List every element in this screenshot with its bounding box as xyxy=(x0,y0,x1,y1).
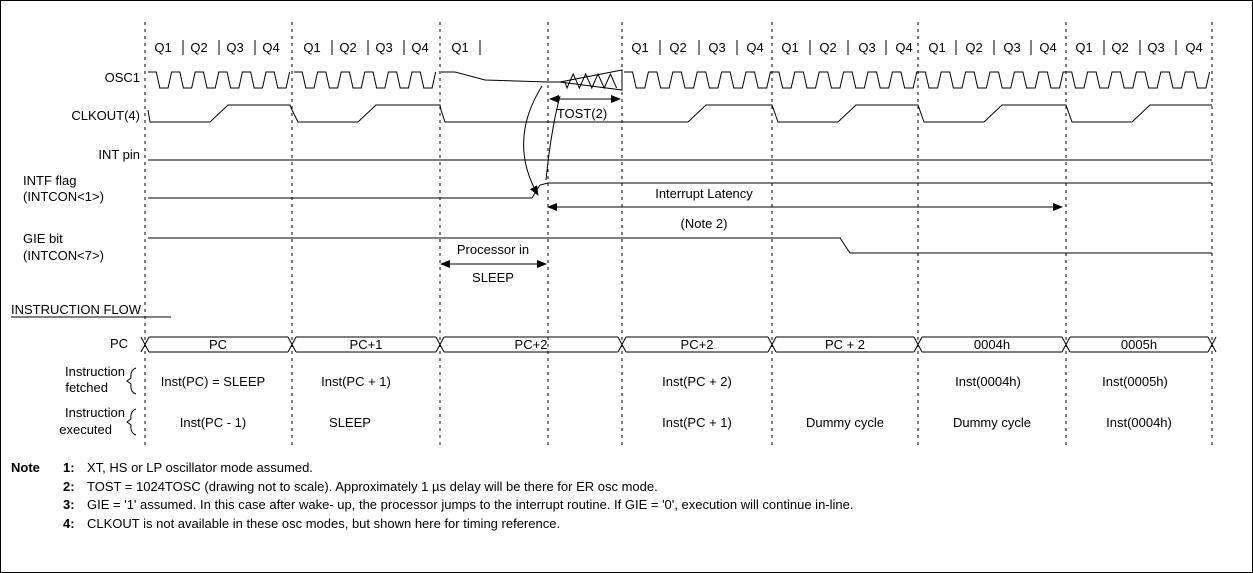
intf-flag-register-label: (INTCON<1>) xyxy=(23,189,104,204)
wake-up-curve-arrow xyxy=(523,85,543,196)
pc-value: PC xyxy=(209,337,227,352)
clkout-waveform xyxy=(147,104,1212,123)
osc1-waveform-cycle1 xyxy=(148,71,291,89)
gie-bit-waveform xyxy=(148,237,1212,254)
clkout-label: CLKOUT(4) xyxy=(71,108,140,123)
quarter-label: Q1 xyxy=(154,40,171,55)
pc-bus-transition xyxy=(287,336,297,353)
fetched-instruction: Inst(PC + 1) xyxy=(321,374,391,389)
pc-value: 0004h xyxy=(974,337,1010,352)
instruction-fetched-label: Instruction xyxy=(65,364,125,379)
note2-label: (Note 2) xyxy=(681,216,728,231)
pc-label: PC xyxy=(110,336,128,351)
pc-bus-transition xyxy=(1061,336,1071,353)
gie-bit-label: GIE bit xyxy=(23,231,63,246)
quarter-label: Q1 xyxy=(928,40,945,55)
sleep-label: SLEEP xyxy=(472,270,514,285)
osc1-waveform-cycle2 xyxy=(294,71,437,89)
quarter-label: Q1 xyxy=(303,40,320,55)
fetched-instruction: Inst(0005h) xyxy=(1102,374,1168,389)
interrupt-latency-label: Interrupt Latency xyxy=(655,186,753,201)
fetched-instruction: Inst(PC) = SLEEP xyxy=(161,374,265,389)
quarter-label: Q3 xyxy=(708,40,725,55)
quarter-label: Q3 xyxy=(226,40,243,55)
executed-instruction: Inst(PC - 1) xyxy=(180,415,246,430)
osc1-label: OSC1 xyxy=(105,70,140,85)
quarter-label: Q1 xyxy=(451,40,468,55)
instruction-executed-label: Instruction xyxy=(65,405,125,420)
int-pin-label: INT pin xyxy=(98,147,140,162)
pc-bus-transition xyxy=(913,336,923,353)
quarter-label: Q4 xyxy=(1185,40,1202,55)
quarter-label: Q3 xyxy=(1147,40,1164,55)
quarter-label: Q4 xyxy=(262,40,279,55)
quarter-label: Q4 xyxy=(895,40,912,55)
pc-bus-transition xyxy=(617,336,627,353)
pc-value: PC+2 xyxy=(515,337,548,352)
executed-instruction: Inst(PC + 1) xyxy=(662,415,732,430)
osc1-waveform-running xyxy=(624,71,1211,89)
executed-instruction: SLEEP xyxy=(329,415,371,430)
quarter-label: Q2 xyxy=(819,40,836,55)
quarter-label: Q1 xyxy=(631,40,648,55)
instruction-flow-title: INSTRUCTION FLOW xyxy=(11,302,142,317)
tost-label: TOST(2) xyxy=(557,106,607,121)
osc-start-curve-arrow xyxy=(545,95,561,181)
instruction-executed-label-2: executed xyxy=(59,422,112,437)
quarter-label: Q3 xyxy=(375,40,392,55)
quarter-label: Q2 xyxy=(669,40,686,55)
pc-bus-transition xyxy=(140,336,150,353)
fetched-instruction: Inst(0004h) xyxy=(955,374,1021,389)
pc-value: PC+2 xyxy=(681,337,714,352)
quarter-label: Q2 xyxy=(965,40,982,55)
pc-bus-transition xyxy=(1207,336,1217,353)
pc-bus-transition xyxy=(435,336,445,353)
quarter-label: Q4 xyxy=(1039,40,1056,55)
pc-bus-transition xyxy=(767,336,777,353)
osc1-startup-oscillation xyxy=(564,72,618,90)
fetched-instruction: Inst(PC + 2) xyxy=(662,374,732,389)
intf-flag-waveform xyxy=(148,182,1212,199)
osc1-sleep-flat xyxy=(441,71,560,83)
pc-value: PC + 2 xyxy=(825,337,865,352)
executed-instruction: Dummy cycle xyxy=(953,415,1031,430)
processor-in-label: Processor in xyxy=(457,242,529,257)
quarter-label: Q1 xyxy=(781,40,798,55)
instruction-fetched-label-2: fetched xyxy=(65,380,108,395)
quarter-label: Q1 xyxy=(1075,40,1092,55)
quarter-label: Q3 xyxy=(858,40,875,55)
quarter-label: Q2 xyxy=(339,40,356,55)
quarter-label: Q2 xyxy=(190,40,207,55)
executed-instruction: Dummy cycle xyxy=(806,415,884,430)
quarter-label: Q3 xyxy=(1003,40,1020,55)
fetched-brace xyxy=(126,367,137,395)
executed-brace xyxy=(126,408,137,436)
executed-instruction: Inst(0004h) xyxy=(1106,415,1172,430)
gie-bit-register-label: (INTCON<7>) xyxy=(23,248,104,263)
pc-value: PC+1 xyxy=(350,337,383,352)
intf-flag-label: INTF flag xyxy=(23,173,76,188)
quarter-label: Q2 xyxy=(1111,40,1128,55)
pc-value: 0005h xyxy=(1121,337,1157,352)
quarter-label: Q4 xyxy=(746,40,763,55)
quarter-label: Q4 xyxy=(411,40,428,55)
